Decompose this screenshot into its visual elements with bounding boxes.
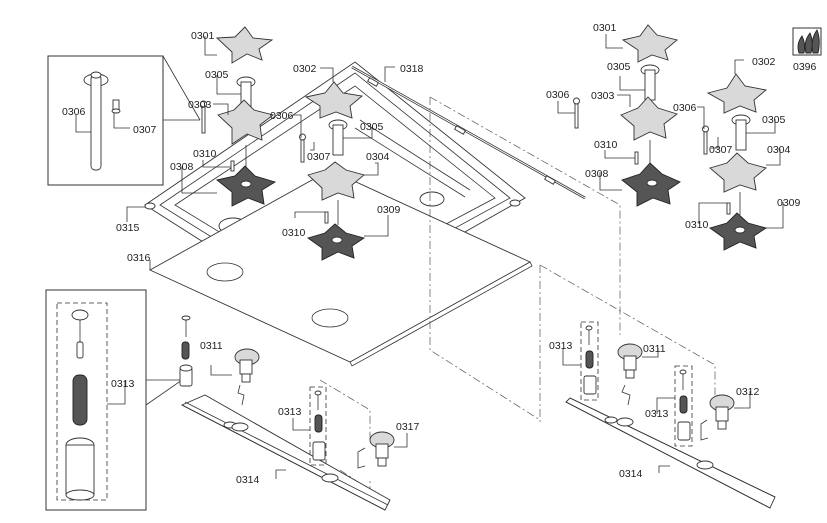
connection-line <box>429 97 541 421</box>
burner-set-right-a <box>573 24 681 207</box>
leader-lines <box>75 34 784 479</box>
label-0305: 0305 <box>205 69 229 81</box>
label-0303: 0303 <box>188 99 212 111</box>
label-0306: 0306 <box>546 89 570 101</box>
gas-valve-0317 <box>357 431 395 469</box>
label-0307: 0307 <box>133 124 157 136</box>
connection-line <box>539 264 716 395</box>
inset-thermocouple <box>47 55 201 186</box>
label-0311: 0311 <box>200 340 223 352</box>
label-0303: 0303 <box>591 90 615 102</box>
gas-rail-right <box>565 397 776 509</box>
label-0310: 0310 <box>193 148 217 160</box>
burner-cap-0302 <box>304 81 364 119</box>
burner-head-0303-r <box>620 96 678 141</box>
label-0306: 0306 <box>62 106 86 118</box>
label-0396: 0396 <box>793 61 817 73</box>
magnet-kit-right-a <box>580 321 599 401</box>
burner-head-0304-r <box>709 152 767 193</box>
inset-magnet-kit <box>45 289 183 511</box>
gas-valve-0311 <box>234 348 260 406</box>
label-0306: 0306 <box>270 110 294 122</box>
label-0309: 0309 <box>377 204 401 216</box>
connection-line <box>319 379 371 440</box>
thermocouple-0306-b <box>300 137 305 163</box>
label-0318: 0318 <box>400 63 424 75</box>
label-0305: 0305 <box>607 61 631 73</box>
label-0301: 0301 <box>593 22 617 34</box>
part-labels: 0301 0305 0303 0306 0307 0310 0308 0315 … <box>62 22 817 486</box>
burner-cap-0301 <box>215 26 274 64</box>
label-0314: 0314 <box>619 468 643 480</box>
burner-set-left-a <box>200 26 277 207</box>
label-0304: 0304 <box>767 144 791 156</box>
label-0305: 0305 <box>360 121 384 133</box>
label-0313: 0313 <box>111 378 135 390</box>
label-0307: 0307 <box>709 144 733 156</box>
magnet-kit-right-b <box>674 365 693 447</box>
label-0317: 0317 <box>396 421 420 433</box>
gas-valve-0311-r <box>617 343 643 406</box>
magnet-kit-left-b <box>309 386 327 466</box>
thermocouple-0306-r <box>574 101 579 129</box>
thermocouple-0306-rb <box>703 129 708 155</box>
connection-line <box>429 96 621 335</box>
burner-cap-0301-r <box>621 24 678 63</box>
label-0316: 0316 <box>127 252 151 264</box>
burner-set-left-b <box>299 81 366 261</box>
gas-rail-left <box>180 394 391 511</box>
label-0307: 0307 <box>307 151 331 163</box>
label-0304: 0304 <box>366 151 390 163</box>
label-0312: 0312 <box>736 386 760 398</box>
burner-head-0303 <box>217 99 275 145</box>
strip-0318 <box>351 65 586 200</box>
label-0313: 0313 <box>278 406 302 418</box>
label-0308: 0308 <box>585 168 609 180</box>
magnet-kit-left <box>179 315 193 387</box>
label-0301: 0301 <box>191 30 215 42</box>
label-0302: 0302 <box>752 56 776 68</box>
label-0306: 0306 <box>673 102 697 114</box>
label-0313: 0313 <box>549 340 573 352</box>
label-0310: 0310 <box>685 219 709 231</box>
label-0309: 0309 <box>777 197 801 209</box>
label-0302: 0302 <box>293 63 317 75</box>
bottom-plate <box>149 169 533 367</box>
label-0308: 0308 <box>170 161 194 173</box>
label-0311: 0311 <box>643 343 666 355</box>
gas-valve-0312 <box>700 394 735 441</box>
burner-set-right-b <box>702 73 768 251</box>
label-0310: 0310 <box>282 227 306 239</box>
label-0314: 0314 <box>236 474 260 486</box>
burner-head-0304 <box>307 161 365 201</box>
label-0315: 0315 <box>116 222 140 234</box>
label-0313: 0313 <box>645 408 669 420</box>
gas-type-symbol <box>792 27 822 56</box>
label-0305: 0305 <box>762 114 786 126</box>
burner-cap-0302-r <box>706 73 768 114</box>
label-0310: 0310 <box>594 139 618 151</box>
